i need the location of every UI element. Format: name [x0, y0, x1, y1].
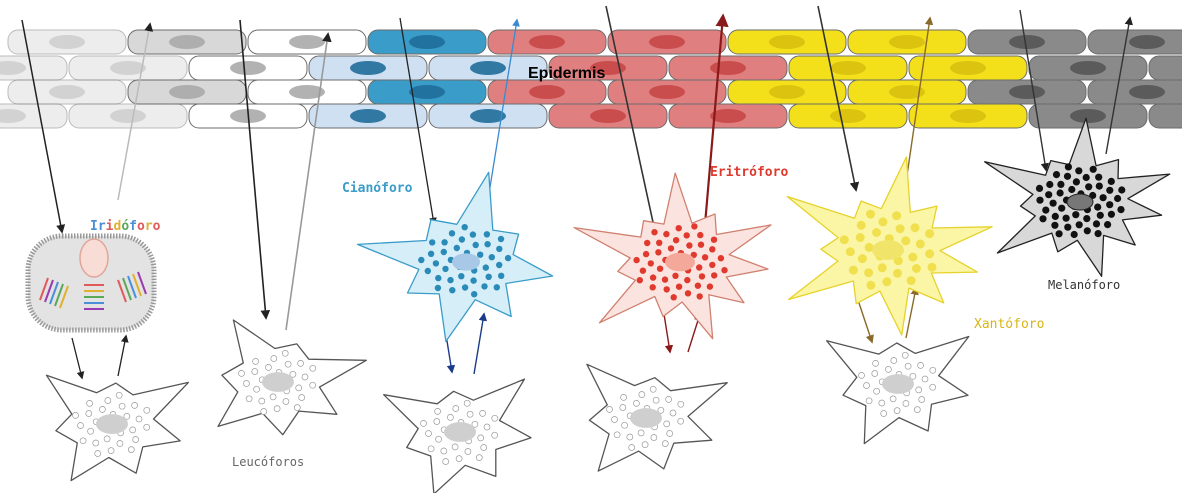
xanthophore-cell — [787, 157, 992, 335]
pigment-cells — [47, 118, 1170, 493]
cyanophore-cell — [358, 172, 553, 341]
melanophore-cell — [985, 118, 1170, 276]
cianoforo-label: Cianóforo — [342, 181, 413, 196]
xantoforo-label: Xantóforo — [974, 317, 1044, 332]
leucophore-cell-1 — [47, 375, 189, 480]
leucophore-cell-2 — [218, 320, 366, 435]
iridophore-cell — [28, 236, 154, 330]
leucophore-cell-4 — [587, 364, 727, 471]
iridoforo-label: Iridóforo — [90, 219, 161, 234]
leucoforos-label: Leucóforos — [232, 455, 304, 469]
epidermis-label: Epidermis — [528, 65, 605, 82]
leucophore-cell-5 — [827, 337, 969, 444]
erythrophore-cell — [574, 173, 771, 339]
leucophore-cell-3 — [384, 379, 531, 493]
melanoforo-label: Melanóforo — [1048, 278, 1120, 292]
eritroforo-label: Eritróforo — [710, 165, 788, 180]
